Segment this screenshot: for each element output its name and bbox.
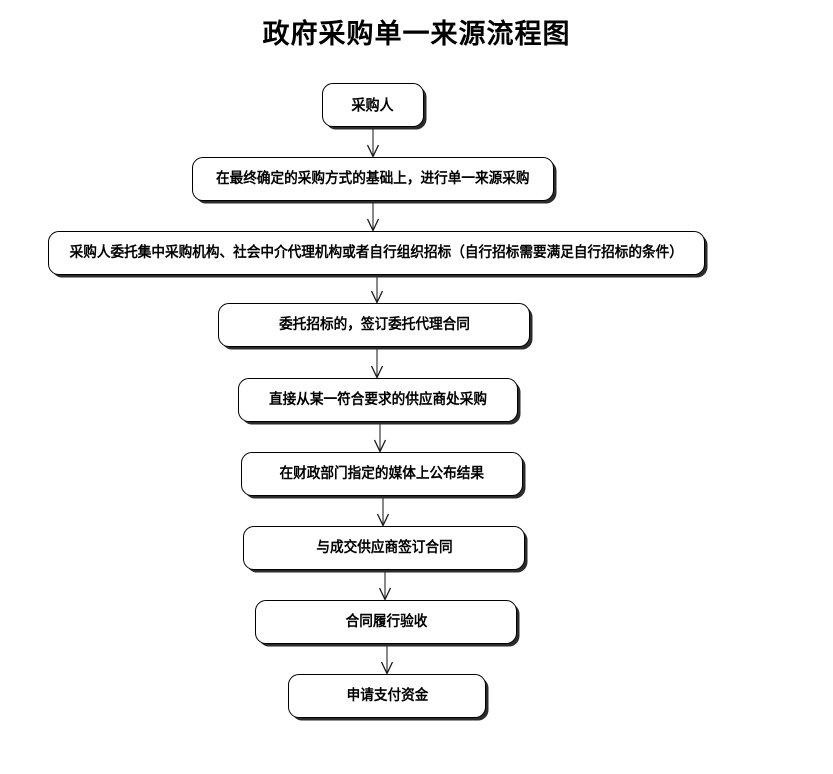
flow-arrow-n7-to-n8 — [377, 570, 393, 602]
flow-arrow-n1-to-n2 — [365, 127, 381, 159]
flow-node-n8[interactable]: 合同履行验收 — [255, 600, 517, 644]
flow-node-n1[interactable]: 采购人 — [322, 83, 424, 127]
flow-arrow-n2-to-n3 — [365, 201, 381, 233]
flow-node-label: 与成交供应商签订合同 — [315, 539, 453, 556]
flow-node-n6[interactable]: 在财政部门指定的媒体上公布结果 — [241, 452, 523, 496]
flow-node-label: 申请支付资金 — [346, 687, 428, 704]
flow-node-n2[interactable]: 在最终确定的采购方式的基础上，进行单一来源采购 — [192, 157, 554, 201]
flow-arrow-n4-to-n5 — [369, 347, 385, 380]
flow-node-n3[interactable]: 采购人委托集中采购机构、社会中介代理机构或者自行组织招标（自行招标需要满足自行招… — [48, 231, 705, 275]
flow-arrow-n3-to-n4 — [369, 275, 385, 305]
flow-node-label: 采购人委托集中采购机构、社会中介代理机构或者自行组织招标（自行招标需要满足自行招… — [69, 244, 684, 261]
flow-node-n7[interactable]: 与成交供应商签订合同 — [243, 526, 525, 570]
flow-node-label: 直接从某一符合要求的供应商处采购 — [268, 391, 488, 408]
flow-arrow-n8-to-n9 — [379, 644, 395, 676]
flow-node-n4[interactable]: 委托招标的，签订委托代理合同 — [218, 303, 530, 347]
flow-node-n5[interactable]: 直接从某一符合要求的供应商处采购 — [238, 378, 518, 422]
flow-arrow-n5-to-n6 — [372, 422, 388, 454]
flow-node-label: 合同履行验收 — [345, 613, 427, 630]
page-title: 政府采购单一来源流程图 — [262, 19, 571, 49]
flow-node-label: 在最终确定的采购方式的基础上，进行单一来源采购 — [216, 170, 530, 187]
flow-node-label: 在财政部门指定的媒体上公布结果 — [279, 465, 485, 482]
flow-node-label: 委托招标的，签订委托代理合同 — [278, 316, 470, 333]
flow-node-n9[interactable]: 申请支付资金 — [288, 674, 486, 718]
flow-node-label: 采购人 — [351, 96, 395, 114]
flow-arrow-n6-to-n7 — [375, 496, 391, 528]
